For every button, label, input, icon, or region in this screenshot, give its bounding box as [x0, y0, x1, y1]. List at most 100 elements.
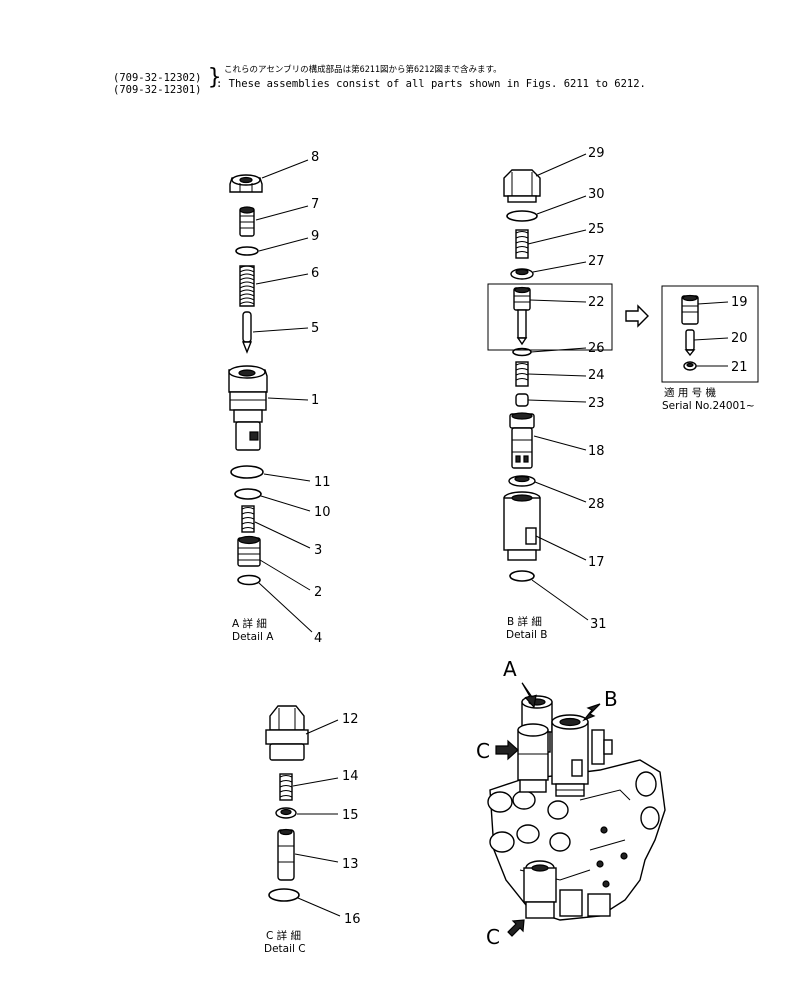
- header-brace: }: [208, 65, 222, 90]
- part-27-ring: [510, 268, 534, 280]
- header-note-japanese: これらのアセンブリの構成部品は第6211図から第6212図まで含みます。: [224, 65, 502, 75]
- callout-10: 10: [314, 505, 331, 520]
- part-8-nut: [229, 174, 263, 193]
- part-20-pin: [684, 329, 696, 357]
- part-16-o-ring: [268, 888, 300, 902]
- detail-a-caption-en: Detail A: [232, 631, 274, 643]
- callout-3: 3: [314, 543, 322, 558]
- callout-11: 11: [314, 475, 331, 490]
- part-22-group-box: [487, 283, 613, 351]
- header-note-english-text: These assemblies consist of all parts sh…: [228, 78, 646, 90]
- part-4-o-ring: [237, 574, 261, 586]
- callout-5: 5: [311, 321, 319, 336]
- callout-12: 12: [342, 712, 359, 727]
- part-11-o-ring: [230, 465, 264, 479]
- part-22-piston: [513, 286, 531, 346]
- cartridge-b: [551, 714, 589, 797]
- detail-b-group: 29 30 25 27 22 26 24 23 18 28 17 31 B 詳 …: [487, 146, 649, 641]
- callout-18: 18: [588, 444, 605, 459]
- part-12-plug: [265, 705, 309, 761]
- part-18-spool: [509, 412, 535, 469]
- detail-b-caption-jp: B 詳 細: [507, 615, 542, 628]
- port-8: [640, 806, 660, 830]
- header-part-number-1: (709-32-12302): [113, 72, 202, 84]
- callout-7: 7: [311, 197, 319, 212]
- callout-9: 9: [311, 229, 319, 244]
- header-note-english: : These assemblies consist of all parts …: [216, 78, 646, 90]
- part-15-seat: [275, 807, 297, 819]
- part-29-cap: [503, 169, 541, 203]
- callout-14: 14: [342, 769, 359, 784]
- port-5: [547, 800, 569, 820]
- port-2: [489, 831, 515, 853]
- part-24-spring: [515, 361, 529, 387]
- callout-25: 25: [588, 222, 605, 237]
- view-label-c-lower: C: [486, 925, 500, 949]
- part-3-spring: [241, 505, 255, 533]
- callout-8: 8: [311, 150, 319, 165]
- part-7-sleeve: [239, 206, 255, 237]
- port-6: [549, 832, 571, 852]
- part-25-spring: [515, 229, 529, 259]
- arrow-view-c-lower: [507, 919, 525, 937]
- callout-19: 19: [731, 295, 748, 310]
- callout-29: 29: [588, 146, 605, 161]
- port-3: [512, 790, 536, 810]
- serial-caption-jp: 適 用 号 機: [664, 386, 717, 399]
- part-10-o-ring: [234, 488, 262, 500]
- part-6-spring: [239, 265, 255, 307]
- serial-variant-group: 19 20 21 適 用 号 機 Serial No.24001~: [661, 285, 759, 412]
- serial-variant-box: [661, 285, 759, 383]
- callout-1: 1: [311, 393, 319, 408]
- part-2-seat: [237, 535, 261, 567]
- cartridge-c-upper: [517, 723, 549, 793]
- part-19-piston: [681, 294, 699, 325]
- detail-a-caption-jp: A 詳 細: [232, 617, 267, 630]
- callout-28: 28: [588, 497, 605, 512]
- callout-16: 16: [344, 912, 361, 927]
- arrow-view-a: [521, 682, 537, 709]
- detail-c-group: 12 14 15 13 16 C 詳 細 Detail C: [264, 705, 361, 955]
- part-30-o-ring: [506, 210, 538, 222]
- part-31-o-ring: [509, 570, 535, 582]
- callout-23: 23: [588, 396, 605, 411]
- callout-31: 31: [590, 617, 607, 632]
- callout-24: 24: [588, 368, 605, 383]
- callout-26: 26: [588, 341, 605, 356]
- callout-13: 13: [342, 857, 359, 872]
- arrow-view-c-upper: [495, 739, 519, 761]
- view-label-a: A: [503, 657, 517, 681]
- port-7: [635, 771, 657, 797]
- part-13-spool: [277, 828, 295, 881]
- callout-17: 17: [588, 555, 605, 570]
- part-9-o-ring: [235, 246, 259, 256]
- top-fitting: [591, 729, 613, 765]
- callout-2: 2: [314, 585, 322, 600]
- part-5-poppet-pin: [241, 311, 253, 354]
- view-label-b: B: [604, 687, 618, 711]
- view-label-c-upper: C: [476, 739, 490, 763]
- callout-6: 6: [311, 266, 319, 281]
- port-1: [487, 791, 513, 813]
- callout-21: 21: [731, 360, 748, 375]
- detail-a-group: 8 7 9 6 5 1 11 10 3 2 4 A 詳 細 Detail A: [228, 150, 331, 646]
- callout-27: 27: [588, 254, 605, 269]
- callout-22: 22: [588, 295, 605, 310]
- part-17-housing: [503, 491, 541, 561]
- callout-4: 4: [314, 631, 322, 646]
- detail-c-caption-jp: C 詳 細: [266, 929, 301, 942]
- serial-caption-en: Serial No.24001~: [662, 400, 755, 412]
- arrow-to-serial-variant: [625, 304, 649, 328]
- part-14-spring: [279, 773, 293, 801]
- callout-30: 30: [588, 187, 605, 202]
- port-4: [516, 824, 540, 844]
- arrow-view-b: [582, 703, 601, 722]
- callout-15: 15: [342, 808, 359, 823]
- detail-b-caption-en: Detail B: [506, 629, 547, 641]
- part-1-valve-body: [228, 365, 268, 451]
- part-21-seat: [683, 361, 697, 371]
- valve-assembly-group: A B C C: [476, 657, 666, 949]
- part-23-seat: [515, 393, 529, 407]
- callout-20: 20: [731, 331, 748, 346]
